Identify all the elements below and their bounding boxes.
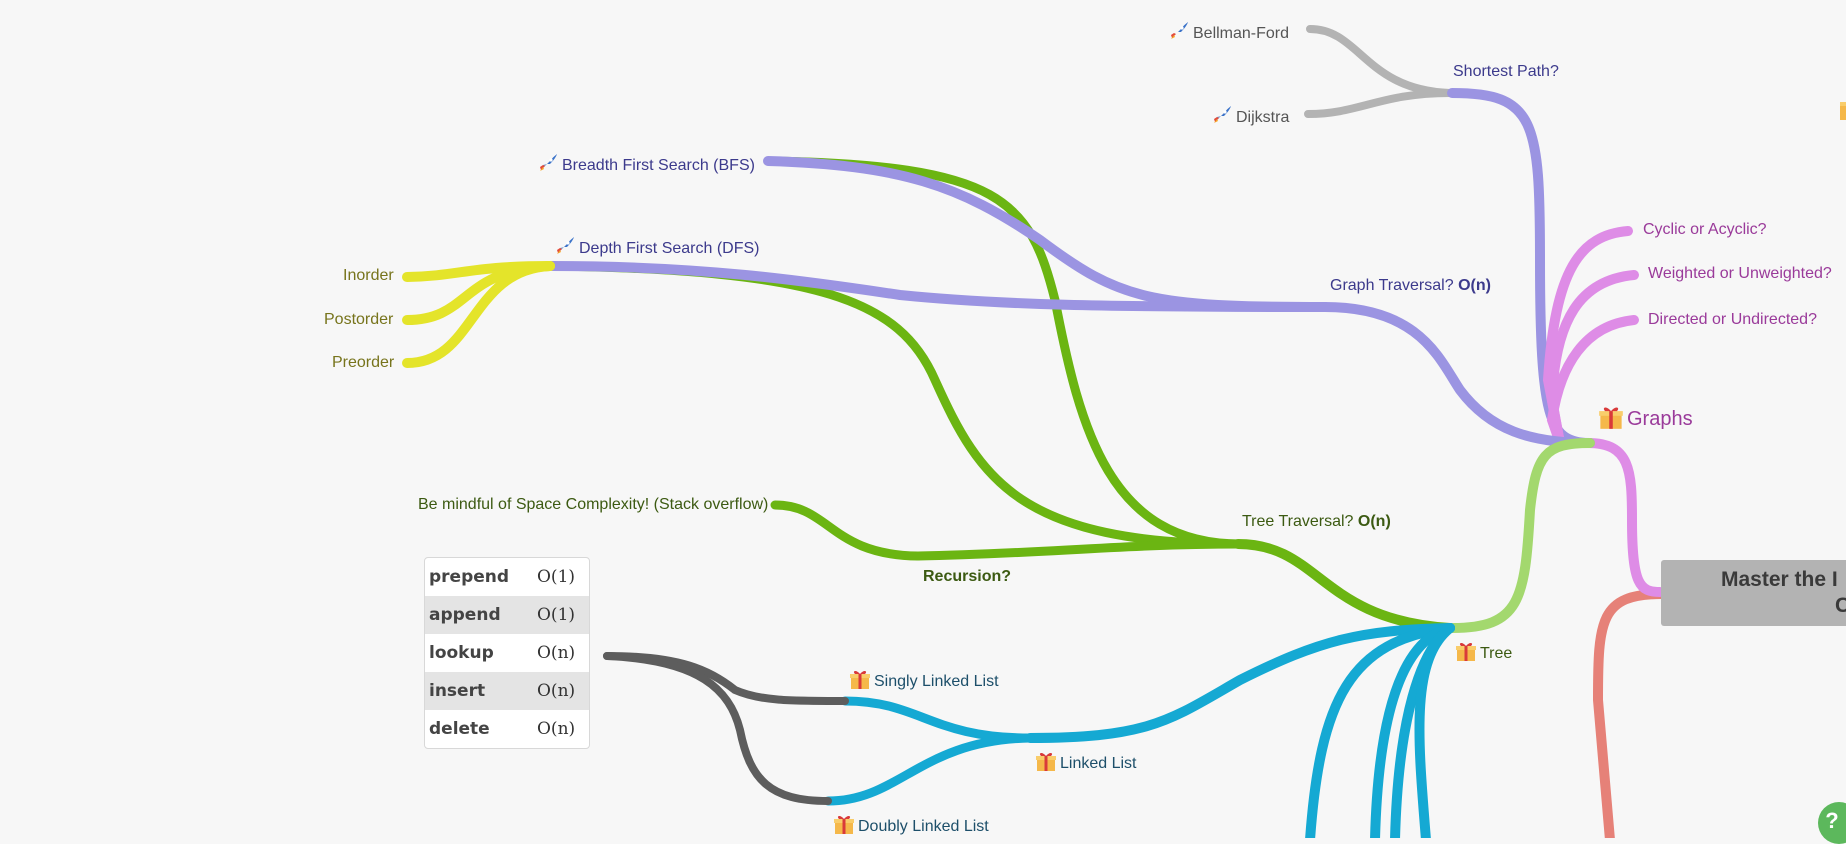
node-linked-list[interactable]: Linked List — [1035, 750, 1137, 774]
connector-table-doubly — [603, 652, 832, 805]
rocket-icon — [540, 154, 557, 171]
rocket-icon — [1214, 106, 1231, 123]
node-weighted[interactable]: Weighted or Unweighted? — [1648, 265, 1832, 282]
connector-cyclic — [1542, 226, 1633, 448]
connector-doubly — [823, 733, 1035, 806]
connector-teal-down-4 — [1414, 623, 1455, 838]
node-graph-traversal[interactable]: Graph Traversal? O(n) — [1330, 277, 1491, 294]
connector-linked-list — [1025, 623, 1455, 743]
node-tree-traversal[interactable]: Tree Traversal? O(n) — [1242, 513, 1391, 530]
node-shortest-path[interactable]: Shortest Path? — [1453, 63, 1559, 80]
gift-icon — [1599, 407, 1623, 429]
help-button[interactable]: ? — [1818, 802, 1846, 844]
node-postorder[interactable]: Postorder — [324, 311, 394, 328]
connector-bellman-ford — [1306, 25, 1454, 97]
node-dijkstra[interactable]: Dijkstra — [1211, 104, 1289, 128]
node-doubly-linked-list[interactable]: Doubly Linked List — [833, 813, 989, 837]
connector-graph-traversal — [1320, 302, 1595, 448]
connector-tree-graphs — [1447, 438, 1595, 633]
root-subtitle: C — [1835, 594, 1846, 617]
gift-icon — [834, 815, 854, 834]
connector-shortest-path — [1447, 88, 1590, 448]
gift-icon — [850, 670, 870, 689]
rocket-icon — [557, 237, 574, 254]
connector-space-complexity — [770, 500, 923, 561]
connector-dijkstra — [1304, 89, 1454, 118]
node-graphs[interactable]: Graphs — [1598, 404, 1693, 430]
node-cyclic[interactable]: Cyclic or Acyclic? — [1643, 221, 1767, 238]
node-singly-linked-list[interactable]: Singly Linked List — [849, 668, 999, 692]
connector-dfs-graph — [547, 261, 1330, 312]
node-space-complexity[interactable]: Be mindful of Space Complexity! (Stack o… — [418, 496, 769, 513]
connector-graphs-root — [1583, 438, 1665, 597]
node-recursion[interactable]: Recursion? — [923, 568, 1012, 585]
root-title: Master the I — [1721, 568, 1838, 591]
connector-root-red — [1592, 589, 1667, 838]
gift-icon — [1456, 642, 1476, 661]
gift-icon — [1036, 752, 1056, 771]
connector-preorder — [402, 261, 555, 368]
node-preorder[interactable]: Preorder — [332, 354, 395, 371]
connector-teal-down-2 — [1370, 623, 1455, 838]
gift-icon — [1840, 102, 1846, 120]
connector-tree-traversal — [1233, 539, 1455, 633]
node-bfs[interactable]: Breadth First Search (BFS) — [537, 152, 755, 176]
node-inorder[interactable]: Inorder — [343, 267, 394, 284]
node-directed[interactable]: Directed or Undirected? — [1648, 311, 1817, 328]
connector-directed — [1546, 315, 1639, 448]
rocket-icon — [1171, 22, 1188, 39]
node-dfs[interactable]: Depth First Search (DFS) — [554, 235, 759, 259]
connector-recursion — [913, 539, 1245, 561]
connector-weighted — [1546, 270, 1639, 448]
node-bellman-ford[interactable]: Bellman-Ford — [1168, 20, 1289, 44]
connector-teal-down-1 — [1305, 623, 1455, 838]
node-tree[interactable]: Tree — [1455, 640, 1512, 664]
root-node[interactable]: Master the I C — [1661, 560, 1846, 626]
connector-singly — [840, 696, 1035, 743]
